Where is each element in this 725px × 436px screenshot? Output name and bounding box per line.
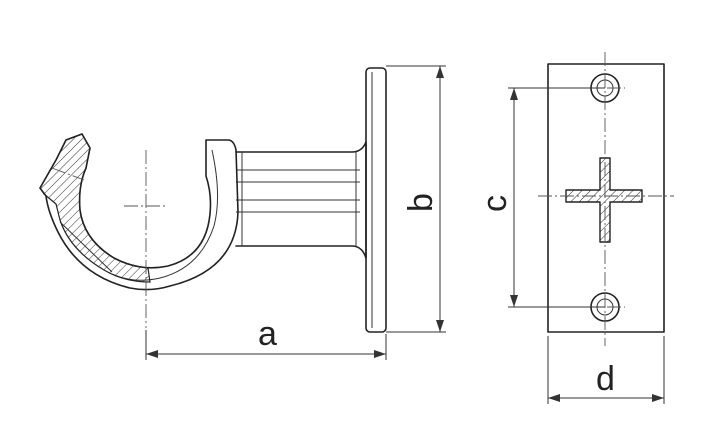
side-view [39,67,387,333]
mounting-plate-front [547,63,665,333]
dimension-a: a [145,315,387,360]
mounting-plate-side [365,67,387,333]
dimension-label-c: c [476,195,514,212]
dimension-c: c [476,87,605,308]
dimension-label-b: b [402,193,440,212]
dimension-b: b [386,65,446,333]
arm-cross-section [565,157,643,243]
hook-profile [39,133,239,291]
bracket-arm [235,141,367,259]
dimension-d: d [547,336,665,404]
dimension-label-d: d [596,360,615,398]
dimension-label-a: a [258,315,277,353]
insert-centerline [51,167,85,181]
front-view [538,52,674,346]
